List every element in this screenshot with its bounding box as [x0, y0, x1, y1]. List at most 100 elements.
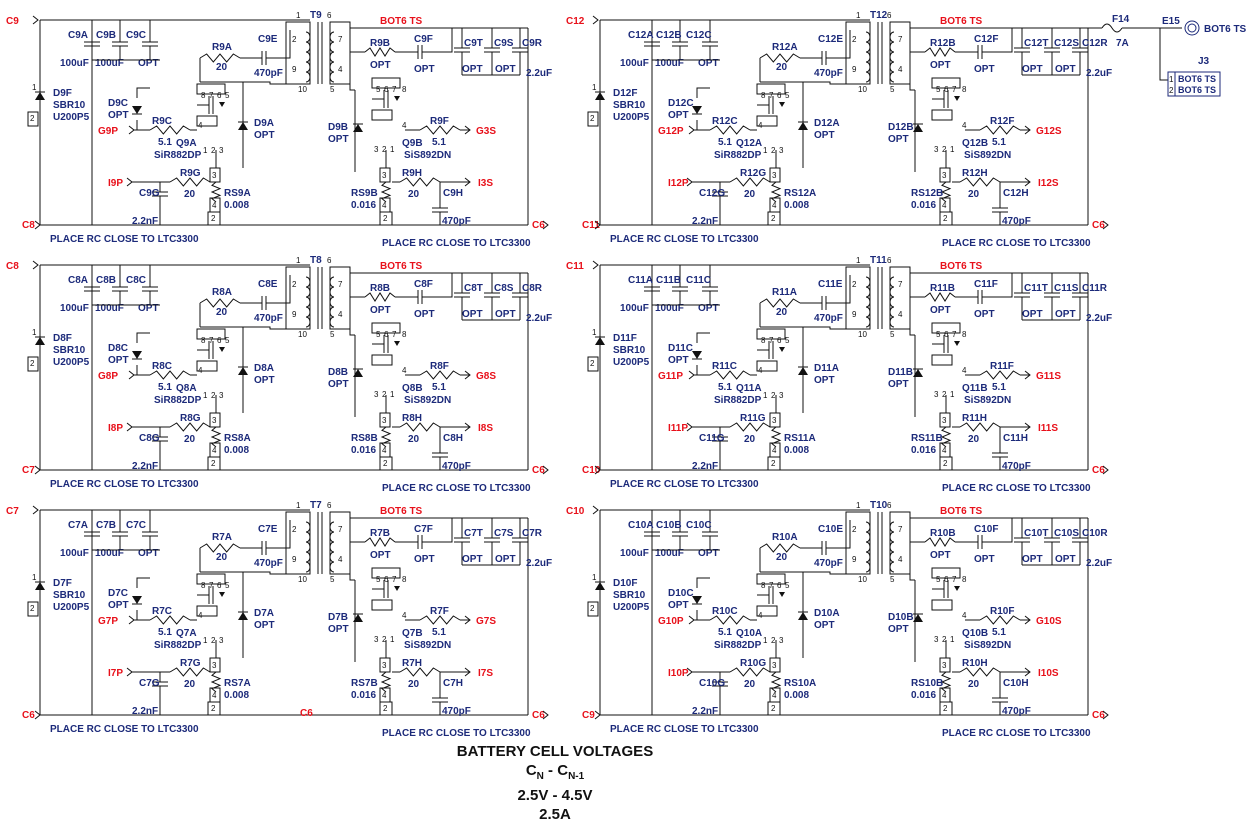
- label-r8h: R8H: [402, 413, 422, 424]
- resistor-r7g: [169, 667, 211, 677]
- part-q8b: SiS892DN: [404, 395, 451, 406]
- value-r8b: OPT: [370, 305, 391, 316]
- value-r10b: OPT: [930, 550, 951, 561]
- capacitor-c7c: [142, 531, 158, 537]
- qb-pin-5: 5: [376, 575, 381, 584]
- cf-wire: [982, 518, 1013, 543]
- top-net-arrow: [32, 505, 39, 515]
- q-pin-6: 6: [777, 91, 782, 100]
- note-place-rc-secondary: PLACE RC CLOSE TO LTC3300: [942, 238, 1091, 249]
- label-r7a: R7A: [212, 532, 232, 543]
- diode-pad: [27, 601, 39, 617]
- top-net-arrow: [32, 15, 39, 25]
- rs-pin-4: 4: [212, 691, 217, 700]
- xfmr-pin-2: 2: [852, 525, 857, 534]
- value-d10a: OPT: [814, 620, 835, 631]
- label-c9b: C9B: [96, 30, 116, 41]
- qb-pin-5: 5: [936, 330, 941, 339]
- capacitor-c12e: [821, 51, 827, 65]
- label-d12a: D12A: [814, 118, 840, 129]
- value-r9f: 5.1: [432, 137, 446, 148]
- xfmr-pin-7: 7: [898, 280, 903, 289]
- primary-return: [200, 81, 298, 85]
- value-r11g: 20: [744, 434, 756, 445]
- label-t12: T12: [870, 10, 888, 21]
- q-pin-2: 2: [211, 391, 216, 400]
- resistor-r10b: [924, 537, 956, 547]
- part-q12b: SiS892DN: [964, 150, 1011, 161]
- connector-j3: [1167, 71, 1221, 97]
- label-rs8a: RS8A: [224, 433, 251, 444]
- label-c8t: C8T: [464, 283, 483, 294]
- label-c11s: C11S: [1054, 283, 1079, 294]
- snub-wire-2: [266, 30, 291, 59]
- mosfet-q11b: [931, 322, 961, 366]
- xfmr-pin-6: 6: [887, 256, 892, 265]
- value-r9a: 20: [216, 62, 228, 73]
- capacitor-c10f: [977, 535, 983, 549]
- c6-arrow: [1102, 220, 1109, 230]
- label-r9b: R9B: [370, 38, 390, 49]
- label-t7: T7: [310, 500, 322, 511]
- q-pin-1: 1: [203, 636, 208, 645]
- transformer-t9: [285, 21, 351, 85]
- label-c8a: C8A: [68, 275, 88, 286]
- resistor-r10a: [759, 543, 801, 553]
- value-rs7b: 0.016: [351, 690, 376, 701]
- value-c8r: 2.2uF: [526, 313, 552, 324]
- mosfet-q10b: [931, 567, 961, 611]
- xfmr-pin-10: 10: [298, 575, 307, 584]
- qb-pin-6: 6: [944, 330, 949, 339]
- capacitor-c10h: [992, 697, 1008, 703]
- label-r7f: R7F: [430, 606, 449, 617]
- label-c10c: C10C: [686, 520, 712, 531]
- label-r9a: R9A: [212, 42, 232, 53]
- diode-line1: SBR10: [613, 345, 646, 356]
- resistor-rs12a: [770, 181, 782, 203]
- label-c11t: C11T: [1024, 283, 1048, 294]
- label-d10c: D10C: [668, 588, 694, 599]
- sense-pad-2: [207, 211, 221, 226]
- label-c12h: C12H: [1003, 188, 1029, 199]
- net-label-g8p: G8P: [98, 371, 118, 382]
- xfmr-pin-7: 7: [898, 525, 903, 534]
- net-label-c10: C10: [582, 465, 601, 476]
- label-c11a: C11A: [628, 275, 653, 286]
- value-d9b: OPT: [328, 134, 349, 145]
- diode-d7c: [132, 596, 142, 605]
- capacitor-c12c: [702, 41, 718, 47]
- qb-pin-8: 8: [402, 575, 407, 584]
- diode-d9f: [35, 91, 45, 100]
- label-r7c: R7C: [152, 606, 172, 617]
- diode-line1: SBR10: [613, 100, 646, 111]
- qb-pin-4: 4: [402, 611, 407, 620]
- label-c12t: C12T: [1024, 38, 1048, 49]
- is-arrow: [1024, 667, 1031, 677]
- net-label-i7p: I7P: [108, 668, 123, 679]
- qb-pin-8: 8: [962, 330, 967, 339]
- part-q11a: SiR882DP: [714, 395, 762, 406]
- qb-pin-3: 3: [934, 390, 939, 399]
- sec-pin5: [909, 84, 915, 91]
- value-rs11a: 0.008: [784, 445, 809, 456]
- note-place-rc-secondary: PLACE RC CLOSE TO LTC3300: [382, 238, 531, 249]
- xfmr-pin-6: 6: [887, 11, 892, 20]
- label-r7h: R7H: [402, 658, 422, 669]
- label-c12c: C12C: [686, 30, 712, 41]
- q-pin-5: 5: [225, 91, 230, 100]
- value-c7s: OPT: [495, 554, 516, 565]
- sense-b-pad-top: [939, 412, 951, 428]
- value-c9s: OPT: [495, 64, 516, 75]
- gs-arrow: [1024, 370, 1031, 380]
- value-r8a: 20: [216, 307, 228, 318]
- qb-pin-1: 1: [390, 145, 395, 154]
- label-d7f: D7F: [53, 578, 72, 589]
- qb-pin-4: 4: [962, 611, 967, 620]
- value-c8t: OPT: [462, 309, 483, 320]
- value-c12b: 100uF: [655, 58, 684, 69]
- value-rs8a: 0.008: [224, 445, 249, 456]
- xfmr-pin-5: 5: [330, 85, 335, 94]
- rsb-pin-4: 4: [382, 201, 387, 210]
